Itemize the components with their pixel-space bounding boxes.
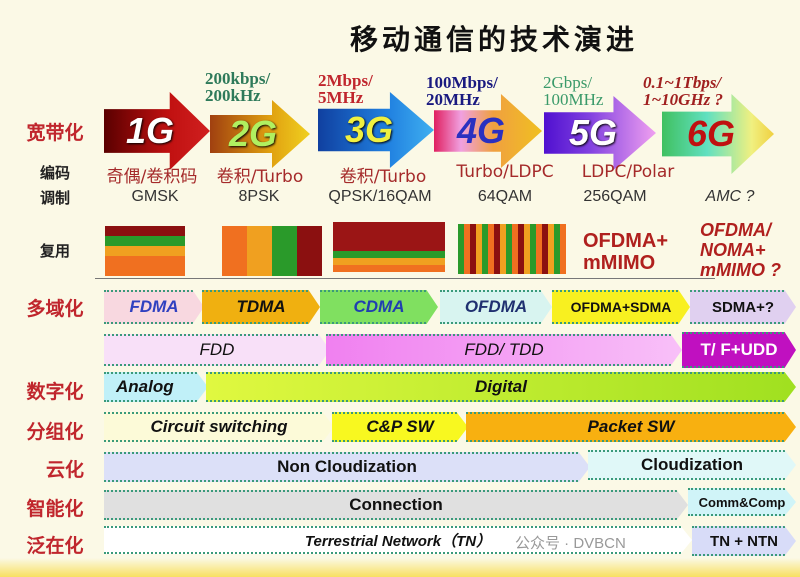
modulation-2g: 8PSK (238, 188, 280, 205)
generation-arrow-1g: 1G (104, 92, 210, 170)
generation-arrow-2g: 2G (210, 100, 310, 168)
speed-5g: 2Gbps/100MHz (543, 73, 604, 109)
row-label-coding: 编码 (40, 164, 71, 182)
row-label-cloud: 云化 (45, 459, 84, 481)
row-label-broadband: 宽带化 (26, 122, 84, 144)
arrow-circuit-switching: Circuit switching (104, 412, 334, 442)
modulation-4g: 64QAM (477, 188, 533, 205)
arrow-connection: Connection (104, 490, 688, 520)
coding-4g: Turbo/LDPC (456, 162, 554, 182)
tdma-diagram (222, 226, 322, 276)
modulation-3g: QPSK/16QAM (328, 188, 432, 205)
fdma-diagram (105, 226, 185, 276)
row-label-packet: 分组化 (26, 421, 84, 443)
coding-3g: 卷积/Turbo (339, 167, 427, 187)
coding-1g: 奇偶/卷积码 (106, 167, 198, 187)
cdma-diagram (333, 222, 445, 272)
page-title: 移动通信的技术演进 (350, 23, 639, 56)
row-label-multidomain: 多域化 (26, 298, 84, 320)
row-label-ubiquitous: 泛在化 (26, 535, 84, 557)
speed-3g: 2Mbps/5MHz (318, 71, 373, 107)
arrow-comm-comp: Comm&Comp (688, 488, 796, 516)
mux-6g-label: OFDMA/NOMA+mMIMO ? (700, 220, 781, 280)
arrow-terrestrial-network: Terrestrial Network（TN） (104, 526, 692, 554)
ofdma-diagram (458, 224, 566, 274)
row-label-intelligent: 智能化 (26, 498, 84, 520)
speed-2g: 200kbps/200kHz (205, 69, 271, 105)
arrow-tn-ntn: TN + NTN (692, 526, 796, 556)
arrow-cp-sw: C&P SW (332, 412, 468, 442)
arrow-tf-udd: T/ F+UDD (682, 332, 796, 368)
row-label-multiplexing: 复用 (40, 242, 71, 260)
arrow-digital: Digital (206, 372, 796, 402)
arrow-packet-sw: Packet SW (466, 412, 796, 442)
arrow-analog: Analog (104, 372, 208, 402)
arrow-cloudization: Cloudization (588, 450, 796, 480)
modulation-5g: 256QAM (583, 188, 647, 205)
arrow-tdma: TDMA (202, 290, 320, 324)
arrow-ofdma-sdma: OFDMA+SDMA (552, 290, 690, 324)
row-label-modulation: 调制 (40, 189, 71, 207)
arrow-sdma-next: SDMA+? (690, 290, 796, 324)
time-axis (95, 278, 715, 279)
speed-6g: 0.1~1Tbps/1~10GHz ? (643, 73, 724, 109)
arrow-non-cloudization: Non Cloudization (104, 452, 590, 482)
speed-4g: 100Mbps/20MHz (426, 73, 498, 109)
arrow-ofdma: OFDMA (440, 290, 552, 324)
bottom-band (0, 558, 800, 577)
coding-2g: 卷积/Turbo (216, 167, 304, 187)
mux-5g-label: OFDMA+mMIMO (583, 230, 668, 274)
arrow-fdd: FDD (104, 334, 330, 366)
arrow-fdd-tdd: FDD/ TDD (326, 334, 682, 366)
modulation-6g: AMC ? (705, 188, 755, 205)
arrow-cdma: CDMA (320, 290, 438, 324)
coding-5g: LDPC/Polar (581, 162, 675, 182)
arrow-fdma: FDMA (104, 290, 204, 324)
modulation-1g: GMSK (131, 188, 179, 205)
row-label-digital: 数字化 (26, 381, 84, 403)
watermark: 公众号 · DVBCN (515, 535, 626, 552)
